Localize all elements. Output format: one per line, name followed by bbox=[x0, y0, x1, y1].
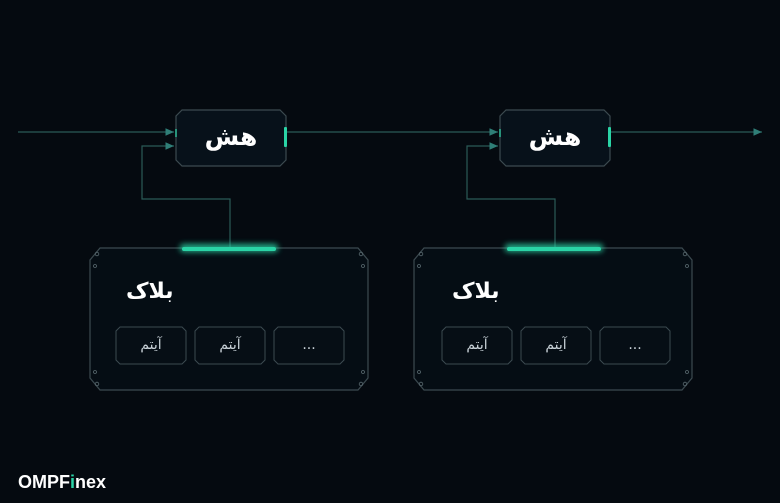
block-1-item-3-label: ... bbox=[302, 337, 316, 353]
block-1-item-2-label: آیتم bbox=[219, 337, 241, 353]
block-1-item-3 bbox=[273, 326, 345, 365]
block-1-item-1-label: آیتم bbox=[140, 337, 162, 353]
brand-logo-suffix: nex bbox=[75, 472, 107, 492]
hash-node-2 bbox=[499, 109, 611, 167]
block-2-title: بلاک bbox=[452, 279, 500, 304]
brand-logo-accent: i bbox=[70, 472, 76, 492]
hash-node-1-accent bbox=[284, 127, 287, 147]
block-2-item-2-label: آیتم bbox=[545, 337, 567, 353]
block-2-item-3-label: ... bbox=[628, 337, 642, 353]
block-card-2 bbox=[413, 244, 693, 391]
block-1-item-2 bbox=[194, 326, 266, 365]
block-2-item-3 bbox=[599, 326, 671, 365]
block-2-item-1-label: آیتم bbox=[466, 337, 488, 353]
block-2-item-1 bbox=[441, 326, 513, 365]
hash-node-1 bbox=[175, 109, 287, 167]
brand-logo: OMPFinex bbox=[18, 472, 106, 493]
block-to-hash-connector-1 bbox=[141, 142, 231, 247]
hash-node-1-label: هش bbox=[204, 122, 258, 151]
block-1-title: بلاک bbox=[126, 279, 174, 304]
block-to-hash-connector-2 bbox=[466, 142, 556, 247]
block-2-item-2 bbox=[520, 326, 592, 365]
brand-logo-prefix: OMPF bbox=[18, 472, 70, 492]
block-1-item-1 bbox=[115, 326, 187, 365]
block-card-1 bbox=[89, 244, 369, 391]
hash-node-2-accent bbox=[608, 127, 611, 147]
hash-node-2-label: هش bbox=[528, 122, 582, 151]
